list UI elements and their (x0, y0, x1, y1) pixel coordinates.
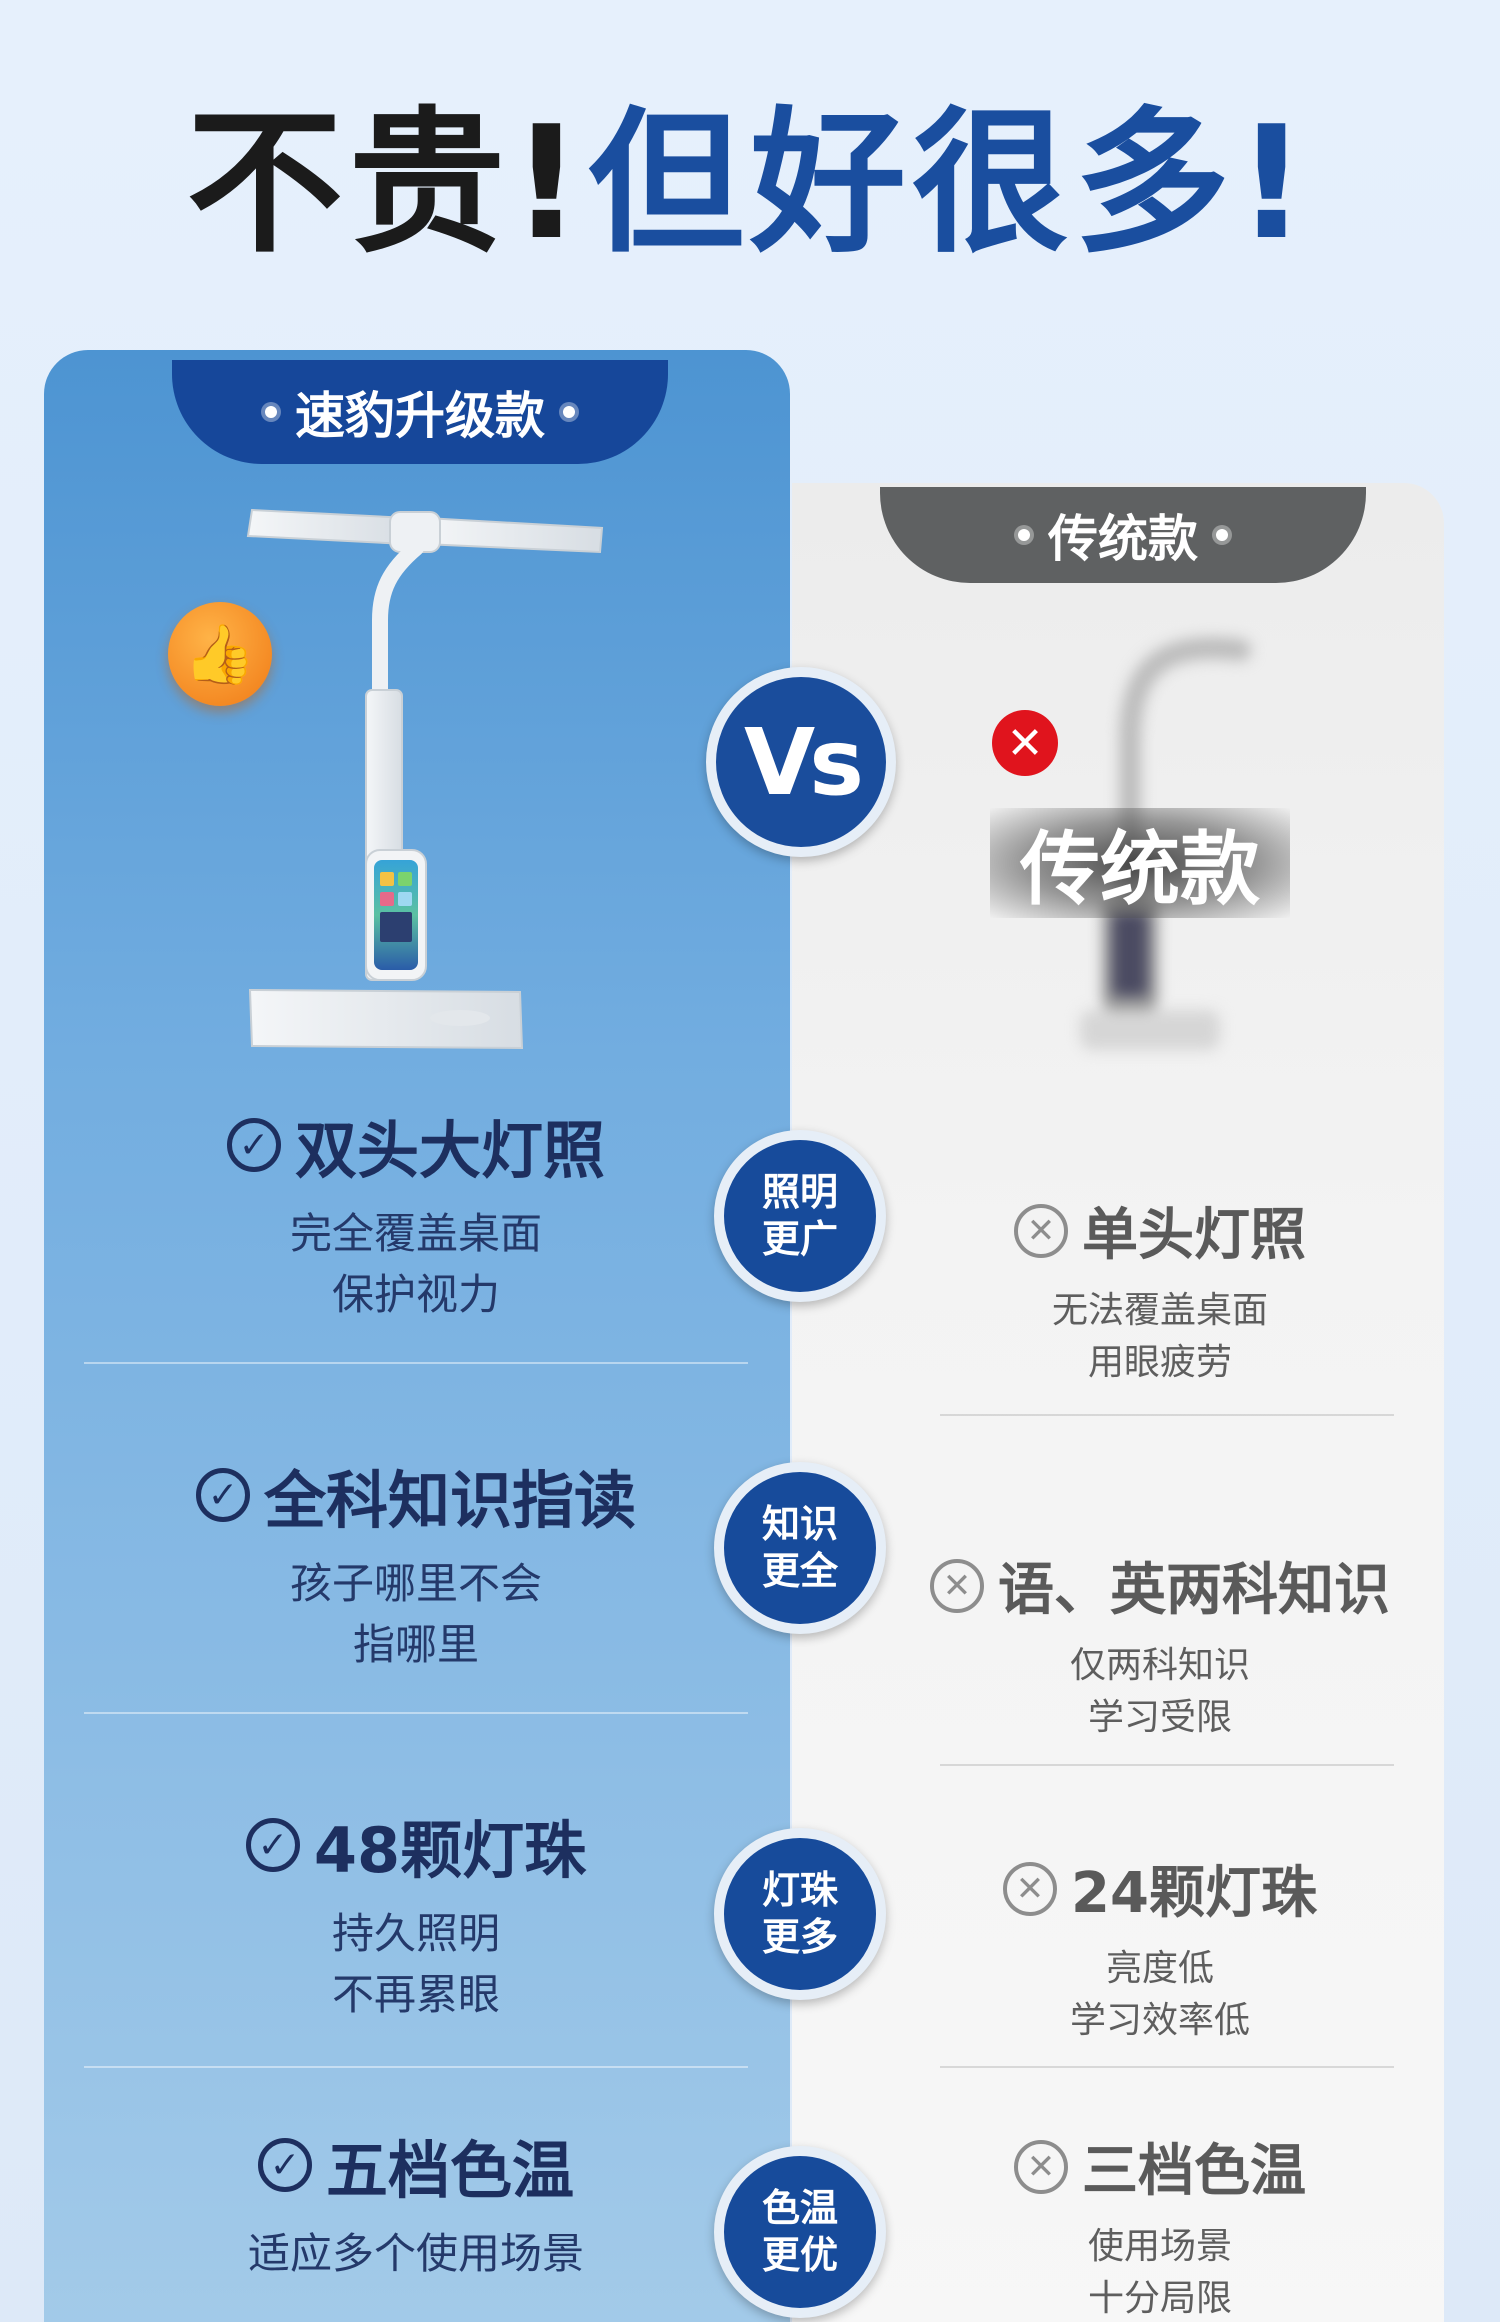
feature-line: 用眼疲劳 (1087, 1342, 1232, 1384)
bubble-line: 知识 (761, 1501, 838, 1546)
feature-line: 使用场景 (1087, 2226, 1232, 2267)
traditional-feature-lighting: ✕ 单头灯照 无法覆盖桌面 用眼疲劳 (900, 1190, 1420, 1389)
feature-title: 双头大灯照 (294, 1114, 605, 1187)
divider (940, 2066, 1394, 2068)
feature-title: 语、英两科知识 (998, 1558, 1390, 1623)
traditional-model-tab-label: 传统款 (1048, 510, 1198, 568)
headline: 不贵!但好很多! (0, 105, 1500, 261)
upgraded-model-tab-label: 速豹升级款 (295, 387, 545, 445)
bubble-line: 更全 (761, 1549, 838, 1593)
traditional-model-tab: 传统款 (880, 487, 1366, 583)
x-mark-icon: ✕ (992, 710, 1058, 776)
check-circle-icon: ✓ (195, 1468, 250, 1522)
divider (84, 2066, 748, 2068)
traditional-lamp-image (1080, 637, 1251, 1050)
dot-icon (265, 406, 277, 418)
feature-title: 单头灯照 (1082, 1203, 1306, 1268)
feature-line: 孩子哪里不会 (289, 1559, 542, 1608)
upgraded-model-panel (44, 350, 790, 2322)
thumbs-up-icon: 👍 (168, 602, 272, 706)
traditional-feature-beads: ✕24颗灯珠 亮度低 学习效率低 (900, 1848, 1420, 2047)
check-circle-icon: ✓ (245, 1818, 300, 1872)
upgraded-lamp-image (246, 508, 604, 1050)
vs-badge: Vs (706, 667, 896, 857)
comparison-bubble-knowledge: 知识 更全 (714, 1462, 886, 1634)
traditional-feature-knowledge: ✕ 语、英两科知识 仅两科知识 学习受限 (890, 1545, 1430, 1744)
feature-line: 指哪里 (352, 1619, 479, 1669)
traditional-product-label: 传统款 (990, 808, 1290, 918)
dot-icon (1216, 529, 1228, 541)
bubble-line: 灯珠 (761, 1867, 838, 1912)
feature-line: 适应多个使用场景 (247, 2229, 584, 2278)
feature-title: 48颗灯珠 (313, 1814, 587, 1887)
feature-line: 完全覆盖桌面 (289, 1209, 542, 1258)
check-circle-icon: ✓ (226, 1118, 281, 1172)
x-circle-icon: ✕ (1003, 1861, 1058, 1916)
upgraded-feature-knowledge: ✓全科知识指读 孩子哪里不会 指哪里 (84, 1450, 748, 1676)
divider (84, 1362, 748, 1364)
feature-title: 全科知识指读 (263, 1464, 636, 1537)
bubble-line: 照明 (761, 1169, 838, 1214)
upgraded-feature-beads: ✓48颗灯珠 持久照明 不再累眼 (84, 1800, 748, 2026)
divider (940, 1414, 1394, 1416)
x-circle-icon: ✕ (1014, 2139, 1068, 2194)
bubble-line: 更多 (761, 1915, 838, 1959)
upgraded-feature-lighting: ✓双头大灯照 完全覆盖桌面 保护视力 (84, 1100, 748, 1326)
bubble-line: 更广 (761, 1217, 838, 1261)
bubble-line: 更优 (761, 2233, 838, 2277)
traditional-model-panel (792, 483, 1444, 2322)
comparison-bubble-color-temp: 色温 更优 (714, 2146, 886, 2318)
upgraded-feature-color-temp: ✓五档色温 适应多个使用场景 (84, 2120, 748, 2285)
headline-part1: 不贵! (186, 92, 588, 274)
comparison-bubble-lighting: 照明 更广 (714, 1130, 886, 1302)
feature-line: 十分局限 (1087, 2278, 1232, 2320)
feature-title: 24颗灯珠 (1071, 1861, 1317, 1926)
feature-line: 亮度低 (1105, 1948, 1214, 1989)
feature-line: 仅两科知识 (1069, 1645, 1250, 1686)
feature-line: 学习效率低 (1069, 2000, 1250, 2042)
headline-part2: 但好很多! (588, 92, 1314, 274)
divider (84, 1712, 748, 1714)
divider (940, 1764, 1394, 1766)
traditional-feature-color-temp: ✕ 三档色温 使用场景 十分局限 (900, 2126, 1420, 2322)
feature-line: 无法覆盖桌面 (1051, 1290, 1268, 1331)
feature-title: 五档色温 (325, 2134, 574, 2207)
feature-title: 三档色温 (1082, 2139, 1306, 2204)
feature-line: 持久照明 (331, 1909, 500, 1958)
dot-icon (563, 406, 575, 418)
feature-line: 不再累眼 (331, 1969, 500, 2019)
upgraded-model-tab: 速豹升级款 (172, 360, 668, 464)
check-circle-icon: ✓ (257, 2138, 312, 2192)
feature-line: 学习受限 (1087, 1697, 1232, 1739)
comparison-bubble-beads: 灯珠 更多 (714, 1828, 886, 2000)
feature-line: 保护视力 (331, 1269, 500, 1319)
dot-icon (1018, 529, 1030, 541)
x-circle-icon: ✕ (930, 1558, 984, 1613)
bubble-line: 色温 (761, 2185, 838, 2230)
x-circle-icon: ✕ (1014, 1203, 1068, 1258)
